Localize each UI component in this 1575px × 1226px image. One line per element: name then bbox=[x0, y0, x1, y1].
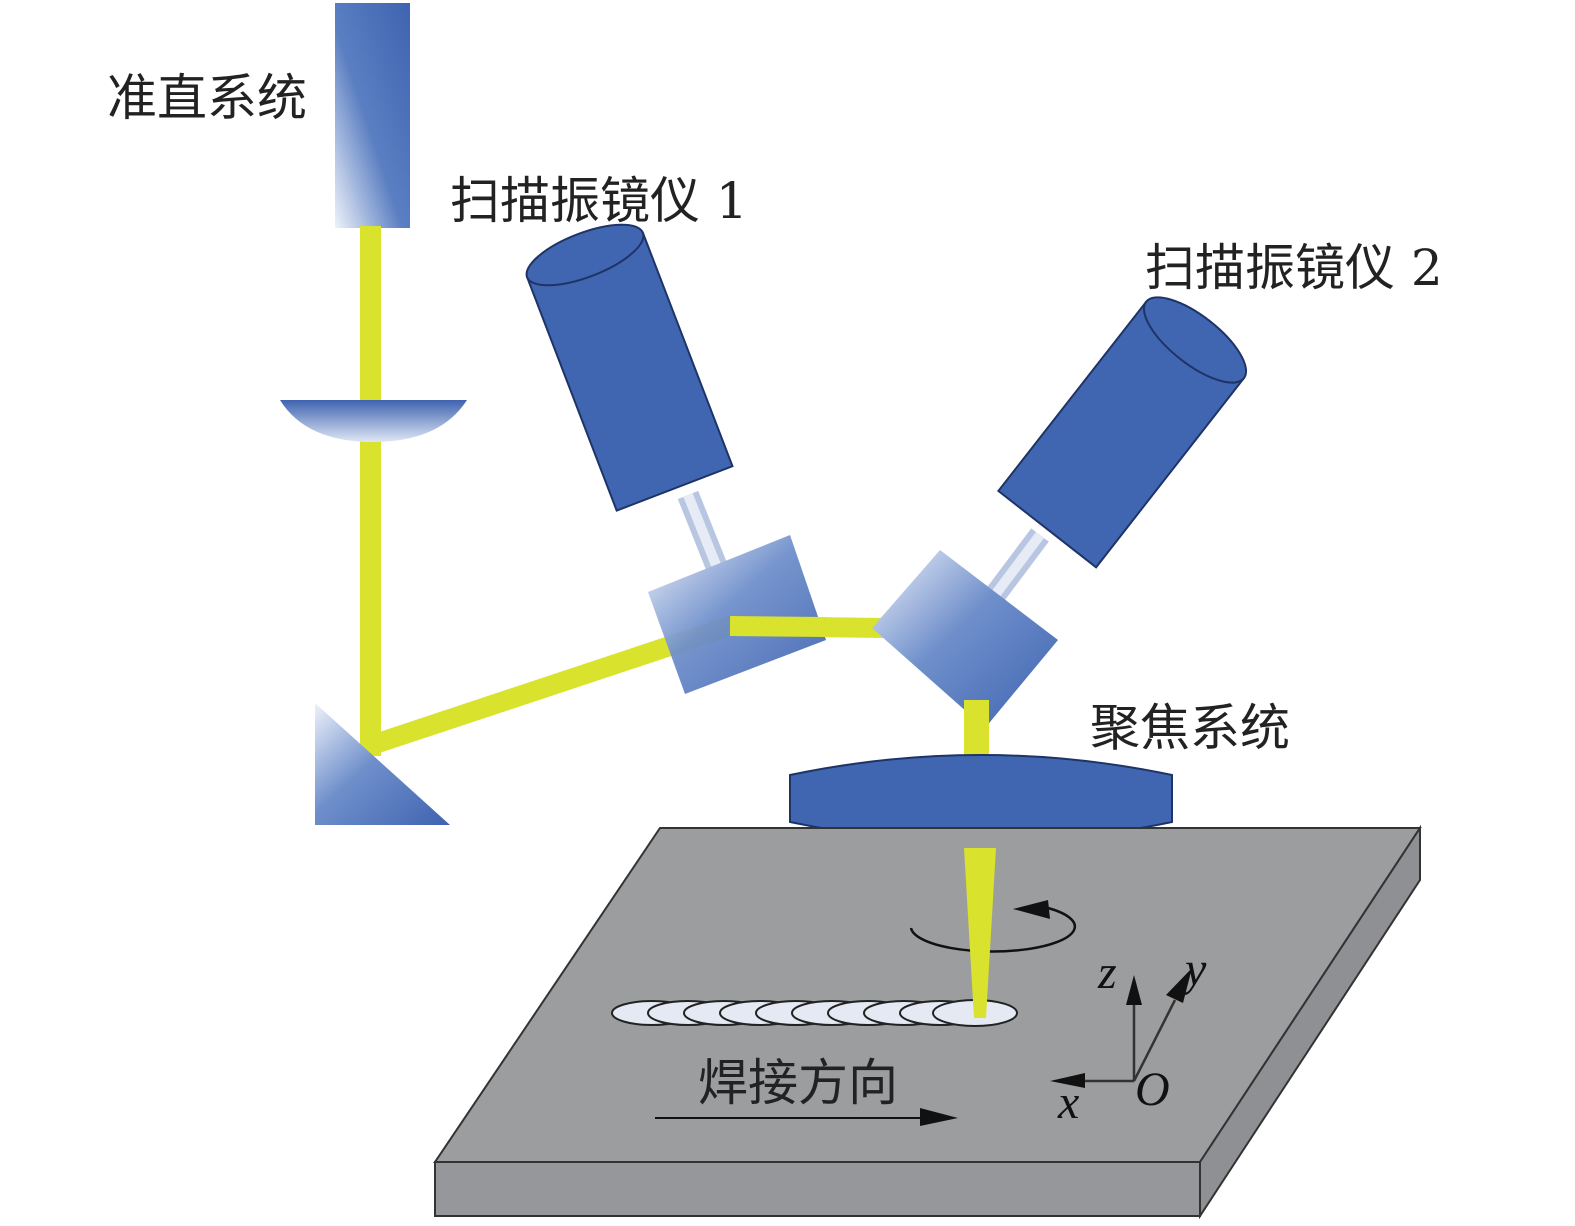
scanner1-mirror bbox=[648, 535, 826, 694]
focused-beam bbox=[964, 848, 996, 1018]
y-axis-label: y bbox=[1180, 943, 1207, 996]
scanner2-mirror bbox=[872, 550, 1058, 728]
scanner1-label: 扫描振镜仪 1 bbox=[450, 172, 748, 230]
weld-seam bbox=[611, 999, 1018, 1027]
weld-direction-label: 焊接方向 bbox=[698, 1054, 898, 1112]
collimator-label: 准直系统 bbox=[107, 69, 307, 127]
workpiece-plate bbox=[433, 824, 1422, 1220]
x-axis-label: x bbox=[1057, 1076, 1079, 1129]
z-axis-label: z bbox=[1097, 946, 1117, 999]
focus-label: 聚焦系统 bbox=[1090, 699, 1290, 757]
coordinate-axes bbox=[1080, 999, 1177, 1083]
rotation-arrow-icon bbox=[909, 906, 1077, 953]
collimator bbox=[335, 3, 410, 228]
scanner2-motor bbox=[996, 296, 1248, 569]
scanner2-label: 扫描振镜仪 2 bbox=[1145, 239, 1443, 297]
laser-beam bbox=[360, 226, 381, 756]
scanner1-motor bbox=[525, 223, 734, 512]
reflecting-mirror bbox=[315, 703, 450, 825]
collimating-lens bbox=[280, 400, 467, 442]
origin-label: O bbox=[1135, 1063, 1170, 1116]
